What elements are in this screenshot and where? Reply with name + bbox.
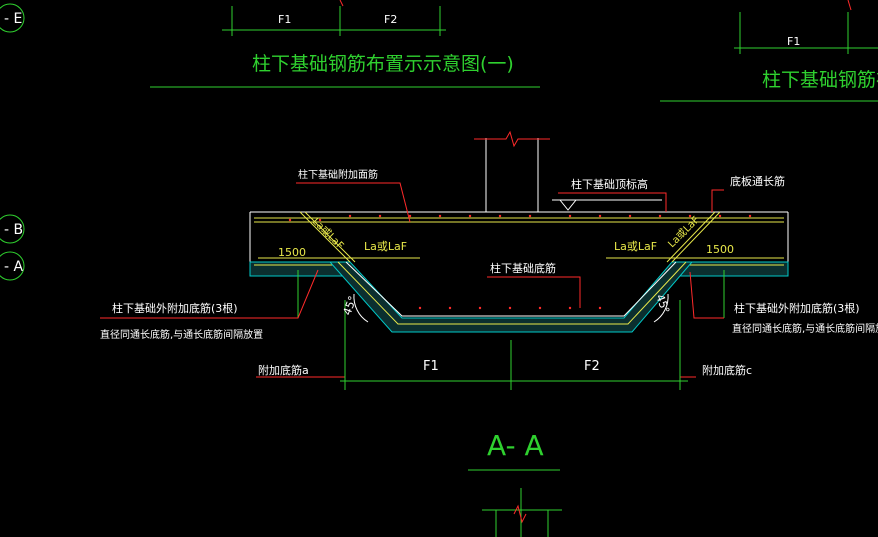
section-title: A- A [487, 429, 544, 462]
dim-f1: F1 [423, 359, 439, 374]
axis-e-label: - E [4, 11, 22, 27]
label-bottom-through-rebar: 底板通长筋 [730, 174, 785, 188]
label-left-la: La或LaF [364, 240, 407, 253]
top-right-dim-f1: F1 [787, 35, 800, 48]
elevation-marker [558, 199, 578, 211]
leader-lines [100, 182, 724, 378]
dim-f2: F2 [584, 359, 600, 374]
label-top-elevation: 柱下基础顶标高 [571, 177, 648, 191]
top-dim-f1: F1 [278, 13, 291, 26]
label-left-1500: 1500 [278, 246, 306, 259]
axis-bubble-e: - E [0, 3, 25, 33]
label-left-note-1: 柱下基础外附加底筋(3根) [112, 301, 238, 315]
axis-b-label: - B [4, 222, 23, 238]
label-right-angle: 45° [653, 293, 672, 316]
label-left-slant-la: La或LaF [310, 216, 346, 252]
top-dimension-strip: F1 F2 [222, 0, 446, 36]
label-right-note-2: 直径同通长底筋,与通长底筋间隔放置 [732, 322, 878, 335]
left-title: 柱下基础钢筋布置示示意图(一) [252, 53, 514, 75]
label-left-note-2: 直径同通长底筋,与通长底筋间隔放置 [100, 328, 263, 341]
label-right-1500: 1500 [706, 243, 734, 256]
axis-bubble-a: - A [0, 251, 25, 281]
top-right-dimension-strip: F1 [734, 0, 878, 54]
label-bottom-rebar: 柱下基础底筋 [490, 261, 556, 275]
label-right-la: La或LaF [614, 240, 657, 253]
axis-bubble-b: - B [0, 214, 25, 244]
label-left-angle: 45° [341, 294, 360, 317]
label-top-add-rebar: 柱下基础附加面筋 [298, 168, 378, 181]
footing-section [249, 130, 789, 378]
lower-column-stub [482, 488, 562, 537]
right-title: 柱下基础钢筋布置 [762, 69, 878, 91]
label-left-add-a: 附加底筋a [258, 363, 309, 377]
top-dim-f2: F2 [384, 13, 397, 26]
label-right-note-1: 柱下基础外附加底筋(3根) [734, 301, 860, 315]
label-right-add-c: 附加底筋c [702, 363, 752, 377]
axis-a-label: - A [4, 259, 24, 275]
bottom-dimension-strip: F1 F2 [340, 340, 688, 390]
